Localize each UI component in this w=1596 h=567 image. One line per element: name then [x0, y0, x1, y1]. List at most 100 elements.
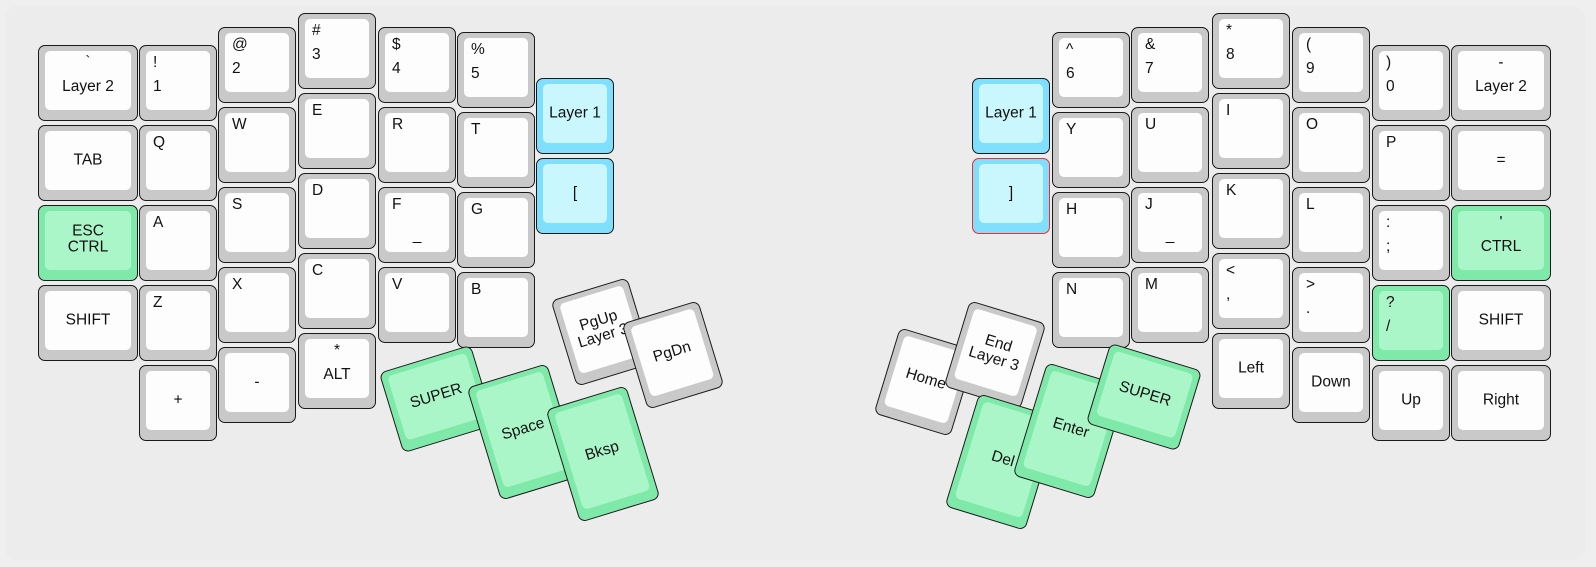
key-3[interactable]: #3 — [298, 13, 376, 89]
key-j[interactable]: J_ — [1131, 187, 1209, 263]
key-4[interactable]: $4 — [378, 27, 456, 103]
key-minus[interactable]: - — [218, 347, 296, 423]
key-left-legend: Left — [1238, 358, 1264, 376]
key-esc-ctrl-cap: ESC CTRL — [45, 211, 131, 270]
key-slash-cap: ?/ — [1379, 291, 1443, 350]
key-up[interactable]: Up — [1372, 365, 1450, 441]
key-s-cap: S — [225, 193, 289, 252]
key-bracket-left-legend: [ — [572, 183, 578, 201]
key-bksp-label: Bksp — [582, 437, 621, 464]
key-5-bottom-legend: 5 — [471, 65, 480, 82]
key-comma[interactable]: <, — [1212, 253, 1290, 329]
key-t[interactable]: T — [457, 112, 535, 188]
key-g[interactable]: G — [457, 192, 535, 268]
key-0-cap: )0 — [1379, 51, 1443, 110]
key-layer2-minus-cap: -Layer 2 — [1458, 51, 1544, 110]
key-5[interactable]: %5 — [457, 32, 535, 108]
key-p-cap: P — [1379, 131, 1443, 190]
key-b[interactable]: B — [457, 272, 535, 348]
key-2[interactable]: @2 — [218, 27, 296, 103]
key-v-top-legend: V — [392, 276, 403, 293]
key-6-cap: ^6 — [1059, 38, 1123, 97]
key-tab[interactable]: TAB — [38, 125, 138, 201]
key-c-top-legend: C — [312, 262, 324, 279]
key-8[interactable]: *8 — [1212, 13, 1290, 89]
key-s[interactable]: S — [218, 187, 296, 263]
key-left[interactable]: Left — [1212, 333, 1290, 409]
key-1[interactable]: !1 — [139, 45, 217, 121]
key-q[interactable]: Q — [139, 125, 217, 201]
key-alt[interactable]: *ALT — [298, 333, 376, 409]
key-h[interactable]: H — [1052, 192, 1130, 268]
key-shift[interactable]: SHIFT — [38, 285, 138, 361]
key-layer2-minus-legend: Layer 2 — [1475, 77, 1527, 95]
key-g-top-legend: G — [471, 201, 484, 218]
key-o[interactable]: O — [1292, 107, 1370, 183]
key-f-top-legend: F — [392, 196, 402, 213]
key-equals[interactable]: = — [1451, 125, 1551, 201]
key-layer2-grave[interactable]: `Layer 2 — [38, 45, 138, 121]
key-layer1-right[interactable]: Layer 1 — [972, 78, 1050, 154]
key-alt-legend: ALT — [323, 365, 351, 383]
key-layer1-right-cap: Layer 1 — [979, 84, 1043, 143]
key-u[interactable]: U — [1131, 107, 1209, 183]
key-i-cap: I — [1219, 99, 1283, 158]
key-m[interactable]: M — [1131, 267, 1209, 343]
key-down-cap: Down — [1299, 353, 1363, 412]
key-i-top-legend: I — [1226, 102, 1231, 119]
key-shift-legend: SHIFT — [65, 310, 111, 328]
key-l-top-legend: L — [1306, 196, 1315, 213]
key-9[interactable]: (9 — [1292, 27, 1370, 103]
key-d[interactable]: D — [298, 173, 376, 249]
key-slash[interactable]: ?/ — [1372, 285, 1450, 361]
key-layer2-grave-cap: `Layer 2 — [45, 51, 131, 110]
key-9-top-legend: ( — [1306, 36, 1312, 53]
key-m-top-legend: M — [1145, 276, 1158, 293]
key-x[interactable]: X — [218, 267, 296, 343]
key-period[interactable]: >. — [1292, 267, 1370, 343]
key-w[interactable]: W — [218, 107, 296, 183]
key-layer1-left[interactable]: Layer 1 — [536, 78, 614, 154]
key-j-cap: J_ — [1138, 193, 1202, 252]
key-plus[interactable]: + — [139, 365, 217, 441]
key-right-legend: Right — [1482, 390, 1520, 408]
key-u-cap: U — [1138, 113, 1202, 172]
key-semicolon[interactable]: :; — [1372, 205, 1450, 281]
key-layer2-grave-legend: Layer 2 — [62, 77, 114, 95]
key-bracket-right[interactable]: ] — [972, 158, 1050, 234]
key-7[interactable]: &7 — [1131, 27, 1209, 103]
key-shift-right[interactable]: SHIFT — [1451, 285, 1551, 361]
key-bracket-left[interactable]: [ — [536, 158, 614, 234]
key-6[interactable]: ^6 — [1052, 32, 1130, 108]
key-v-cap: V — [385, 273, 449, 332]
key-i[interactable]: I — [1212, 93, 1290, 169]
key-2-bottom-legend: 2 — [232, 60, 241, 77]
key-a[interactable]: A — [139, 205, 217, 281]
key-v[interactable]: V — [378, 267, 456, 343]
key-o-top-legend: O — [1306, 116, 1319, 133]
key-layer2-minus[interactable]: -Layer 2 — [1451, 45, 1551, 121]
key-p[interactable]: P — [1372, 125, 1450, 201]
key-f-homing-marker: _ — [412, 227, 422, 244]
key-z[interactable]: Z — [139, 285, 217, 361]
key-l[interactable]: L — [1292, 187, 1370, 263]
key-b-cap: B — [464, 278, 528, 337]
key-esc-ctrl[interactable]: ESC CTRL — [38, 205, 138, 281]
key-right[interactable]: Right — [1451, 365, 1551, 441]
key-r[interactable]: R — [378, 107, 456, 183]
key-n[interactable]: N — [1052, 272, 1130, 348]
key-0[interactable]: )0 — [1372, 45, 1450, 121]
key-comma-top-legend: < — [1226, 262, 1236, 279]
key-quote-ctrl[interactable]: 'CTRL — [1451, 205, 1551, 281]
key-e[interactable]: E — [298, 93, 376, 169]
key-7-top-legend: & — [1145, 36, 1156, 53]
key-c[interactable]: C — [298, 253, 376, 329]
key-down[interactable]: Down — [1292, 347, 1370, 423]
key-period-cap: >. — [1299, 273, 1363, 332]
key-q-top-legend: Q — [153, 134, 166, 151]
key-y[interactable]: Y — [1052, 112, 1130, 188]
key-1-top-legend: ! — [153, 54, 158, 71]
key-k[interactable]: K — [1212, 173, 1290, 249]
key-super-right-cap: SUPER — [1095, 350, 1194, 439]
key-f[interactable]: F_ — [378, 187, 456, 263]
